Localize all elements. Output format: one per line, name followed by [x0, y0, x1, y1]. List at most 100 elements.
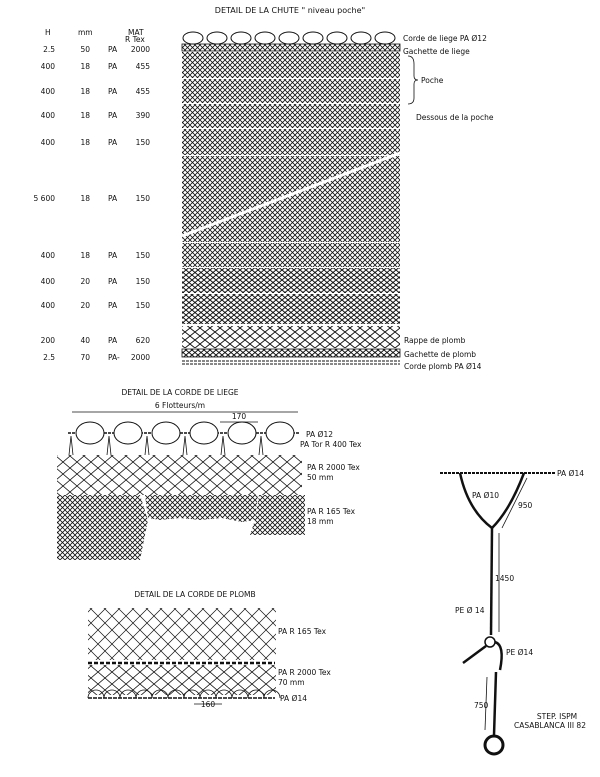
- poche-brace: [407, 55, 419, 105]
- net-band-large: [182, 156, 400, 242]
- cell-mat: PA: [108, 45, 118, 54]
- gachette-plomb-band: [181, 348, 401, 358]
- float-icon: [302, 31, 324, 45]
- bridle-pe1: PE Ø 14: [455, 606, 485, 615]
- cell-mm: 40: [80, 336, 90, 345]
- float-icon: [151, 421, 181, 445]
- plomb-title: DETAIL DE LA CORDE DE PLOMB: [134, 590, 255, 599]
- cell-mat: PA: [108, 111, 118, 120]
- cell-rtex: 150: [136, 194, 151, 203]
- cut-line: [181, 151, 401, 238]
- cell-mat: PA: [108, 336, 118, 345]
- float-icon: [265, 421, 295, 445]
- cell-mm: 18: [80, 87, 90, 96]
- table-header: H mm MAT R Tex: [45, 28, 145, 44]
- cell-mm: 18: [80, 111, 90, 120]
- label-corde-liege: Corde de liege PA Ø12: [403, 34, 487, 43]
- mesh-165: [88, 608, 276, 660]
- float-spacing: 170: [232, 412, 247, 421]
- liege-detail: DETAIL DE LA CORDE DE LIEGE 6 Flotteurs/…: [57, 388, 362, 560]
- bridle-diagram: PA Ø14 PA Ø10 950 1450 PE Ø 14 PE Ø14 75…: [440, 469, 586, 756]
- header-h: H: [45, 28, 51, 37]
- float-icon: [206, 31, 228, 45]
- floats-label: 6 Flotteurs/m: [155, 401, 205, 410]
- label-dessous: Dessous de la poche: [416, 113, 494, 122]
- cell-h: 400: [41, 62, 56, 71]
- plomb-spacing: 160: [201, 700, 216, 709]
- credit-line1: STEP. ISPM: [537, 712, 577, 721]
- float-row: [182, 31, 396, 45]
- cell-mat: PA: [108, 87, 118, 96]
- label-poche: Poche: [421, 76, 444, 85]
- cell-h: 400: [41, 251, 56, 260]
- liege-tor-label: PA Tor R 400 Tex: [300, 440, 362, 449]
- cell-rtex: 455: [136, 87, 151, 96]
- net-band: [182, 52, 400, 78]
- float-icon: [227, 421, 257, 445]
- cell-rtex: 455: [136, 62, 151, 71]
- cell-mat: PA: [108, 277, 118, 286]
- mesh-50mm: [57, 455, 302, 495]
- plomb-mesh2-size: 70 mm: [278, 678, 305, 687]
- cell-mat: PA: [108, 251, 118, 260]
- float-icon: [230, 31, 252, 45]
- cell-rtex: 150: [136, 301, 151, 310]
- cell-mat: PA: [108, 194, 118, 203]
- liege-mesh1-size: 50 mm: [307, 473, 334, 482]
- rappe-band: [182, 326, 400, 348]
- bridle-d1: 950: [518, 501, 533, 510]
- net-band: [182, 294, 400, 324]
- cell-mm: 18: [80, 138, 90, 147]
- cell-h: 200: [41, 336, 56, 345]
- liege-rope-label: PA Ø12: [306, 430, 333, 439]
- cell-mm: 18: [80, 251, 90, 260]
- float-icon: [75, 421, 105, 445]
- bridle-top-label: PA Ø14: [557, 469, 584, 478]
- net-band: [182, 79, 400, 103]
- cell-h: 400: [41, 138, 56, 147]
- cell-mm: 18: [80, 62, 90, 71]
- cell-mm: 18: [80, 194, 90, 203]
- label-corde-plomb: Corde plomb PA Ø14: [404, 362, 482, 371]
- net-band: [182, 268, 400, 293]
- liege-mesh1-label: PA R 2000 Tex: [307, 463, 360, 472]
- float-icon: [182, 31, 204, 45]
- float-icon: [350, 31, 372, 45]
- label-gachette-liege: Gachette de liege: [403, 47, 470, 56]
- cell-h: 400: [41, 277, 56, 286]
- table-row: 200 40 PA 620: [41, 336, 151, 345]
- bridle-d2: 1450: [495, 574, 514, 583]
- cell-rtex: 150: [136, 138, 151, 147]
- header-mat: MAT: [128, 28, 144, 37]
- bridle-pe2: PE Ø14: [506, 648, 533, 657]
- net-labels: Corde de liege PA Ø12 Gachette de liege …: [403, 34, 494, 371]
- cell-mm: 50: [80, 45, 90, 54]
- liege-title: DETAIL DE LA CORDE DE LIEGE: [121, 388, 238, 397]
- credit-line2: CASABLANCA III 82: [514, 721, 586, 730]
- cell-mm: 20: [80, 277, 90, 286]
- cell-rtex: 390: [136, 111, 151, 120]
- cell-rtex: 620: [136, 336, 151, 345]
- ring-icon: [483, 734, 505, 756]
- float-icon: [254, 31, 276, 45]
- cell-h: 5 600: [34, 194, 56, 203]
- table-row: 400 18 PA 455: [41, 87, 151, 96]
- bridle-arm-label: PA Ø10: [472, 491, 499, 500]
- float-icon: [113, 421, 143, 445]
- cell-h: 400: [41, 301, 56, 310]
- float-icon: [189, 421, 219, 445]
- liege-mesh2-size: 18 mm: [307, 517, 334, 526]
- cell-h: 400: [41, 87, 56, 96]
- cell-mat: PA: [108, 301, 118, 310]
- plomb-mesh2-label: PA R 2000 Tex: [278, 668, 331, 677]
- mesh-70mm: [88, 665, 276, 695]
- net-band: [182, 129, 400, 155]
- bridle-d3: 750: [474, 701, 489, 710]
- plomb-mesh1-label: PA R 165 Tex: [278, 627, 327, 636]
